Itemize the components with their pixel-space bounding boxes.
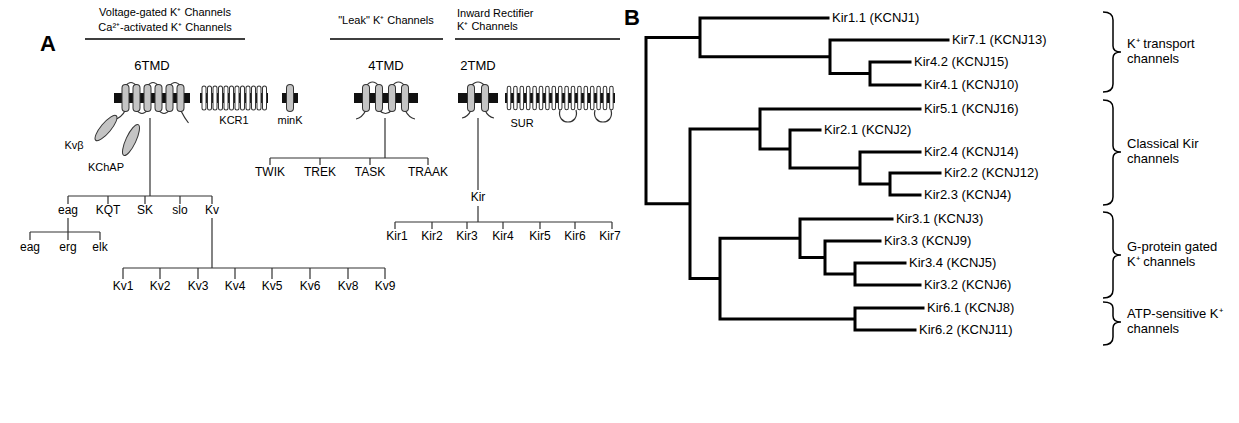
helix-fill <box>509 88 611 108</box>
family-label: eag <box>20 241 40 255</box>
gene-label: Kir1.1 (KCNJ1) <box>832 11 919 26</box>
family-label: SK <box>137 204 153 218</box>
gene-label: Kir6.2 (KCNJ11) <box>919 323 1013 338</box>
family-label: Kir5 <box>529 230 550 244</box>
subunit-label: SUR <box>510 117 533 130</box>
topology-label: 2TMD <box>460 59 495 74</box>
family-label: Kv9 <box>375 280 396 294</box>
helix-outline <box>509 88 611 108</box>
subunit-label: minK <box>277 114 302 127</box>
tree-lines <box>30 118 612 279</box>
helix-outline <box>366 88 405 108</box>
helix-outline <box>204 88 265 108</box>
channel-loops <box>560 110 612 122</box>
gene-label: Kir2.1 (KCNJ2) <box>824 123 911 138</box>
family-label: Kv4 <box>225 280 246 294</box>
subunit-label: KCR1 <box>219 114 248 127</box>
family-label: Kir6 <box>564 230 585 244</box>
dendrogram <box>646 18 948 330</box>
helix-fill <box>287 88 293 108</box>
family-label: TWIK <box>255 166 285 180</box>
membrane-bar <box>458 93 498 103</box>
family-label: Kir3 <box>456 230 477 244</box>
helix-fill <box>471 88 485 108</box>
clade-label: K⁺ transport channels <box>1127 37 1222 67</box>
topology-label: 6TMD <box>134 59 169 74</box>
helix-outline <box>471 88 485 108</box>
family-label: TASK <box>355 166 385 180</box>
group-brace <box>1103 12 1121 345</box>
family-label: Kir1 <box>386 230 407 244</box>
helix-outline <box>126 88 181 108</box>
gene-label: Kir2.4 (KCNJ14) <box>924 145 1019 160</box>
family-label: TRAAK <box>408 166 448 180</box>
family-label: Kir4 <box>492 230 513 244</box>
family-label: Kir2 <box>421 230 442 244</box>
family-label: KQT <box>96 204 121 218</box>
topology-label: 4TMD <box>368 59 403 74</box>
family-label: erg <box>59 241 76 255</box>
gene-label: Kir5.1 (KCNJ16) <box>924 102 1019 117</box>
family-label: slo <box>172 204 187 218</box>
category-heading: Voltage-gated K⁺ Channels <box>99 6 231 19</box>
panel-letter: A <box>40 31 56 56</box>
family-label: Kir7 <box>599 230 620 244</box>
category-heading: Inward Rectifier K⁺ Channels <box>457 7 547 32</box>
panel-letter: B <box>624 5 640 30</box>
gene-label: Kir2.3 (KCNJ4) <box>924 188 1011 203</box>
channel-loops <box>462 82 494 118</box>
gene-label: Kir3.1 (KCNJ3) <box>896 212 983 227</box>
family-label: Kv8 <box>338 280 359 294</box>
channel-loops <box>114 83 189 124</box>
category-heading: "Leak" K⁺ Channels <box>338 14 434 27</box>
gene-label: Kir3.2 (KCNJ6) <box>924 278 1011 293</box>
clade-label: Classical Kir channels <box>1127 137 1207 167</box>
clade-label: G-protein gated K⁺ channels <box>1127 240 1232 270</box>
helix-fill <box>126 88 181 108</box>
clade-label: ATP-sensitive K⁺ channels <box>1127 307 1232 337</box>
helix-outline <box>286 88 294 108</box>
family-label: Kv5 <box>262 280 283 294</box>
gene-label: Kir3.4 (KCNJ5) <box>909 256 996 271</box>
gene-label: Kir3.3 (KCNJ9) <box>884 234 971 249</box>
family-label: Kv2 <box>150 280 171 294</box>
family-label: Kv6 <box>300 280 321 294</box>
gene-label: Kir4.1 (KCNJ10) <box>924 78 1019 93</box>
helix-fill <box>366 88 405 108</box>
subunit-label: KChAP <box>88 161 124 174</box>
family-label: eag <box>58 204 78 218</box>
gene-label: Kir2.2 (KCNJ12) <box>944 166 1039 181</box>
family-label: elk <box>92 241 107 255</box>
chap-subunit <box>119 122 142 157</box>
heading-rule <box>85 38 620 40</box>
gene-label: Kir4.2 (KCNJ15) <box>914 55 1009 70</box>
helix-fill <box>204 88 265 108</box>
category-heading: Ca²⁺-activated K⁺ Channels <box>98 21 231 34</box>
gene-label: Kir6.1 (KCNJ8) <box>927 301 1014 316</box>
family-label: Kv1 <box>113 280 134 294</box>
family-label: TREK <box>304 166 336 180</box>
family-label: Kv <box>205 204 219 218</box>
family-label: Kir <box>471 191 486 205</box>
family-label: Kv3 <box>188 280 209 294</box>
channel-loops <box>356 82 415 119</box>
gene-label: Kir7.1 (KCNJ13) <box>952 33 1047 48</box>
beta-subunit <box>92 113 120 144</box>
subunit-label: Kvβ <box>64 139 83 152</box>
